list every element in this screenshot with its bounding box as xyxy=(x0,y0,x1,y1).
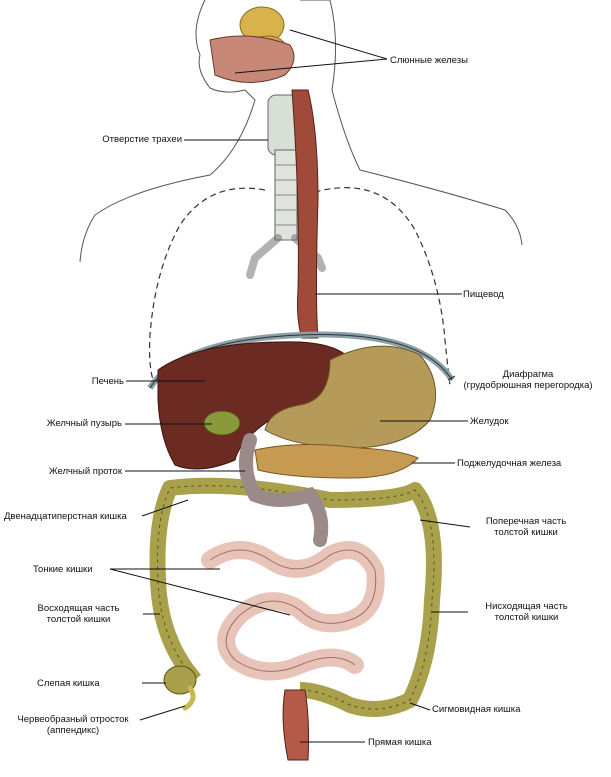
label-descending-line1: Нисходящая часть xyxy=(485,601,568,612)
label-liver: Печень xyxy=(91,376,124,387)
body-outline xyxy=(79,0,256,263)
label-ascending-colon: Восходящая часть толстой кишки xyxy=(16,603,141,625)
salivary-glands xyxy=(209,6,295,83)
label-stomach: Желудок xyxy=(470,416,509,427)
label-diaphragm-line2: (грудобрюшная перегородка) xyxy=(463,380,593,391)
label-bile-duct: Желчный проток xyxy=(48,466,122,477)
leader-lines xyxy=(109,29,471,743)
gallbladder xyxy=(203,410,241,436)
label-descending-line2: толстой кишки xyxy=(494,612,559,623)
esophagus xyxy=(291,89,319,339)
small-intestine xyxy=(201,541,385,681)
label-cecum: Слепая кишка xyxy=(37,678,100,689)
left-lung-outline xyxy=(148,187,266,386)
rectum xyxy=(282,689,310,761)
right-lung-outline xyxy=(304,187,451,386)
label-descending-colon: Нисходящая часть толстой кишки xyxy=(464,601,589,623)
label-transverse-line1: Поперечная часть xyxy=(485,516,567,527)
label-pancreas: Поджелудочная железа xyxy=(457,458,562,469)
label-gallbladder: Желчный пузырь xyxy=(46,418,122,429)
label-transverse-colon: Поперечная часть толстой кишки xyxy=(466,516,586,538)
body-outline-right xyxy=(300,0,523,246)
label-appendix-line1: Червеобразный отросток xyxy=(17,714,129,725)
duodenum xyxy=(239,433,329,547)
label-appendix: Червеобразный отросток (аппендикс) xyxy=(6,714,140,736)
label-small-intestine: Тонкие кишки xyxy=(33,564,93,575)
label-sigmoid-colon: Сигмовидная кишка xyxy=(432,704,521,715)
pancreas xyxy=(254,443,419,479)
label-diaphragm-line1: Диафрагма xyxy=(502,369,554,380)
label-rectum: Прямая кишка xyxy=(368,737,432,748)
label-appendix-line2: (аппендикс) xyxy=(46,725,100,736)
label-trachea: Отверстие трахеи xyxy=(102,134,182,145)
label-transverse-line2: толстой кишки xyxy=(494,527,558,538)
label-ascending-line1: Восходящая часть xyxy=(37,603,120,614)
label-esophagus: Пищевод xyxy=(463,289,504,300)
appendix xyxy=(182,685,196,711)
label-ascending-line2: толстой кишки xyxy=(46,614,111,625)
label-salivary-glands: Слюнные железы xyxy=(390,55,468,66)
label-diaphragm: Диафрагма (грудобрюшная перегородка) xyxy=(448,369,608,391)
label-duodenum: Двенадцатиперстная кишка xyxy=(4,511,127,522)
